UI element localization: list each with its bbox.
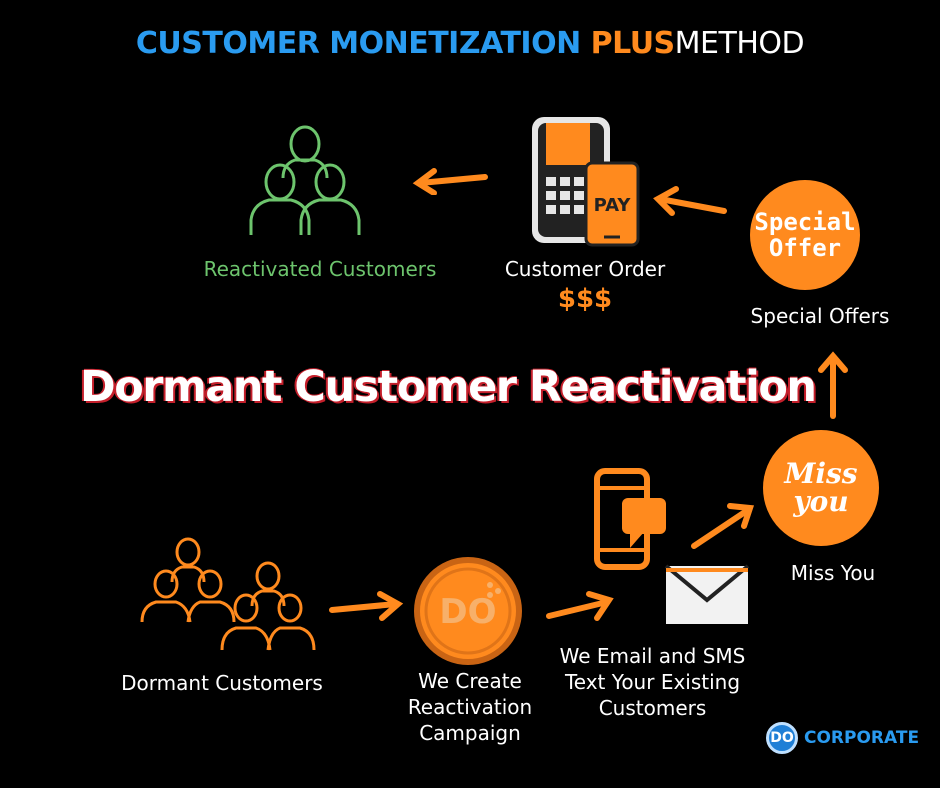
title-part-3: METHOD [674, 26, 805, 61]
special-badge-line2: Offer [768, 234, 842, 262]
email-label-line2: Text Your Existing [564, 670, 741, 694]
special-badge-line1: Special [754, 207, 856, 236]
special-label: Special Offers [750, 304, 890, 328]
logo-badge: DO [766, 722, 798, 754]
logo-text: CORPORATE [804, 728, 920, 748]
envelope-icon [664, 564, 750, 624]
arrow-special-to-order [653, 186, 727, 216]
page-title: CUSTOMER MONETIZATION PLUSMETHOD [0, 26, 940, 61]
pay-text: PAY [594, 195, 632, 216]
email-label: We Email and SMS Text Your Existing Cust… [540, 643, 765, 721]
email-label-line1: We Email and SMS [559, 644, 746, 668]
dormant-label: Dormant Customers [121, 671, 323, 695]
arrow-email-to-missyou [691, 503, 755, 549]
campaign-label-line2: Reactivation [407, 695, 533, 719]
miss-you-badge: Miss you [763, 430, 879, 546]
campaign-label-line1: We Create [418, 669, 522, 693]
coin-icon: DO [414, 557, 522, 665]
missyou-label: Miss You [790, 561, 876, 585]
reactivated-label: Reactivated Customers [203, 257, 437, 281]
email-label-line3: Customers [598, 696, 707, 720]
arrow-dormant-to-campaign [329, 591, 404, 621]
campaign-label: We Create Reactivation Campaign [390, 668, 550, 746]
order-money: $$$ [557, 284, 613, 314]
arrow-campaign-to-email [546, 591, 614, 621]
missyou-badge-line2: you [793, 485, 849, 518]
arrow-missyou-to-special [818, 351, 848, 419]
dormant-people-icon [140, 537, 316, 651]
coin-text: DO [439, 592, 496, 632]
main-heading: Dormant Customer Reactivation [80, 362, 817, 412]
title-part-2: PLUS [590, 26, 676, 61]
reactivated-people-icon [249, 125, 361, 235]
arrow-order-to-reactivated [412, 168, 488, 195]
order-label: Customer Order [504, 257, 666, 281]
pos-terminal-icon: PAY [532, 117, 640, 247]
missyou-badge-line1: Miss [784, 457, 858, 490]
campaign-label-line3: Campaign [419, 721, 521, 745]
phone-chat-icon [594, 468, 666, 570]
title-part-1: CUSTOMER MONETIZATION [135, 26, 581, 61]
corporate-logo: DO CORPORATE [766, 722, 919, 754]
special-offer-badge: Special Offer [750, 180, 860, 290]
